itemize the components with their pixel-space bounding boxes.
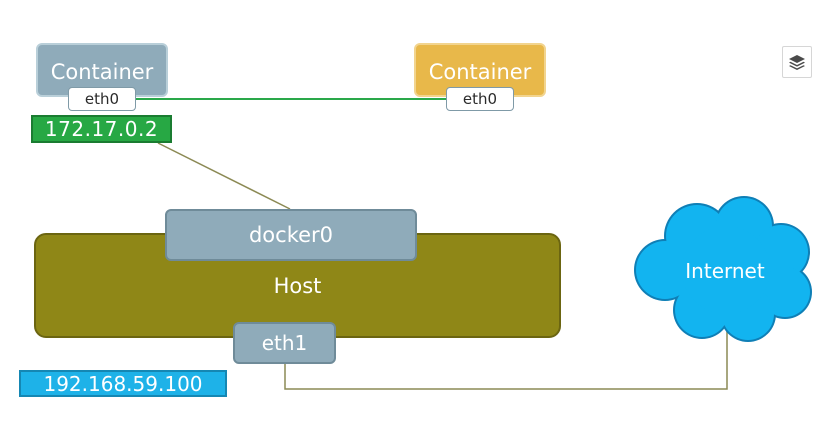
host-label: Host [273, 273, 322, 298]
host-ip-text: 192.168.59.100 [43, 371, 203, 396]
container-right[interactable]: Container [414, 43, 546, 97]
docker0-label: docker0 [248, 223, 334, 247]
layers-icon [789, 55, 805, 70]
container-left-label: Container [50, 60, 154, 84]
ip-to-docker0-link [157, 142, 291, 210]
internet-label-box: Internet [650, 256, 800, 286]
container-left-ip-text: 172.17.0.2 [44, 117, 159, 141]
container-left-eth0-label: eth0 [84, 90, 120, 108]
internet-cloud[interactable] [634, 196, 812, 342]
docker0-bridge[interactable]: docker0 [165, 209, 417, 261]
container-right-label: Container [428, 60, 532, 84]
container-right-eth0-label: eth0 [462, 90, 498, 108]
container-right-eth0[interactable]: eth0 [446, 87, 514, 111]
host-ip: 192.168.59.100 [19, 370, 227, 397]
host-eth1-label: eth1 [261, 331, 308, 355]
container-left-ip: 172.17.0.2 [31, 115, 172, 143]
internet-label: Internet [685, 259, 765, 283]
container-left-eth0[interactable]: eth0 [68, 87, 136, 111]
host-eth1[interactable]: eth1 [233, 322, 336, 364]
layers-button[interactable] [782, 46, 812, 78]
eth1-to-internet-link [284, 330, 728, 390]
